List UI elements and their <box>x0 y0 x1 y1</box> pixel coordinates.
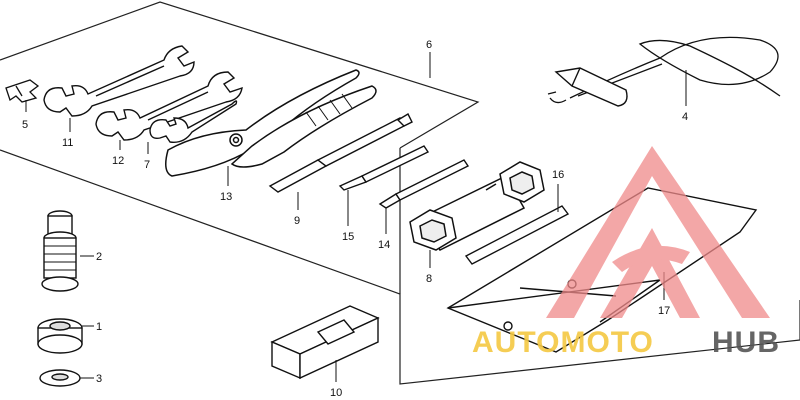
callout-16: 16 <box>552 169 564 181</box>
part-14-screwdriver <box>378 159 470 209</box>
callout-3: 3 <box>96 373 102 385</box>
callout-12: 12 <box>112 155 124 167</box>
part-9-screwdriver <box>268 113 413 193</box>
diagram-frame <box>0 1 800 385</box>
part-11-wrench <box>43 45 195 117</box>
part-16-tommy-bar <box>464 205 570 265</box>
callout-4: 4 <box>682 111 688 123</box>
part-13-pliers <box>165 69 377 177</box>
callout-numbers: 5 11 12 7 13 9 15 14 8 6 16 4 2 1 3 10 1… <box>22 39 688 399</box>
watermark-automoto: AUTOMOTO <box>472 326 654 359</box>
callout-11: 11 <box>62 137 73 149</box>
callout-7: 7 <box>144 159 150 171</box>
leader-lines <box>25 52 687 382</box>
callout-13: 13 <box>220 191 232 203</box>
triangle-a-logo-icon <box>546 146 770 318</box>
callout-5: 5 <box>22 119 28 131</box>
part-4-plug <box>554 67 628 107</box>
part-7-wrench <box>149 100 238 143</box>
callout-15: 15 <box>342 231 354 243</box>
callout-1: 1 <box>96 321 102 333</box>
part-2-valve <box>41 210 79 292</box>
callout-14: 14 <box>378 239 390 251</box>
part-10-cartridge <box>270 305 380 380</box>
callout-9: 9 <box>294 215 300 227</box>
watermark-text: AUTOMOTO HUB <box>472 326 780 359</box>
part-1-nut <box>37 318 83 354</box>
callout-10: 10 <box>330 387 342 399</box>
part-5-clip <box>5 79 40 103</box>
part-3-washer <box>39 369 81 387</box>
callout-2: 2 <box>96 251 102 263</box>
callout-6: 6 <box>426 39 432 51</box>
callout-8: 8 <box>426 273 432 285</box>
part-8-box-spanner <box>409 161 545 251</box>
part-12-wrench <box>95 71 243 141</box>
watermark-hub: HUB <box>712 326 780 359</box>
part-15-screwdriver <box>338 145 430 191</box>
callout-17: 17 <box>658 305 670 317</box>
